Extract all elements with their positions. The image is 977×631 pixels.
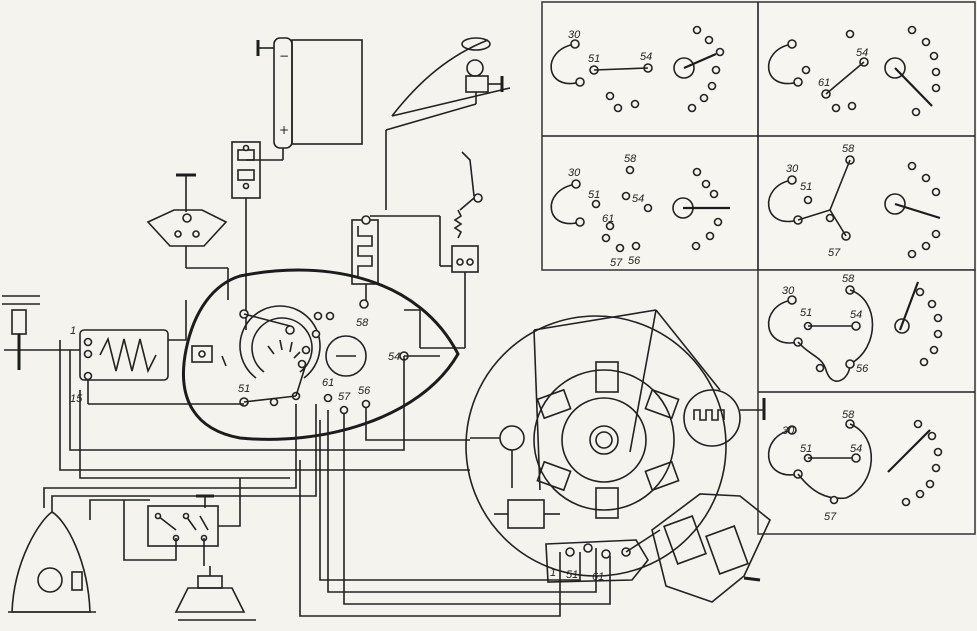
rear-light: [8, 511, 96, 613]
gen-label-61: 61: [592, 571, 604, 583]
panel3-label-54: 54: [632, 193, 644, 205]
panel6-label-51: 51: [800, 443, 812, 455]
panel3-label-56: 56: [628, 255, 641, 267]
panel4-label-58: 58: [842, 143, 855, 155]
battery-plus-label: +: [279, 123, 289, 137]
panel5-label-58: 58: [842, 273, 855, 285]
panel6-label-30: 30: [782, 425, 795, 437]
lamp-top: [385, 37, 511, 210]
battery-minus-label: −: [279, 49, 289, 63]
panel5-label-30: 30: [782, 285, 795, 297]
label-56: 56: [358, 385, 371, 397]
panel4-label-30: 30: [786, 163, 799, 175]
panel1-label-30: 30: [568, 29, 581, 41]
panel3-label-57: 57: [610, 257, 623, 269]
ignition-coil: 1 15: [2, 295, 244, 405]
stop-switch: [420, 151, 483, 349]
panel2-label-61: 61: [818, 77, 830, 89]
panel3-label-51: 51: [588, 189, 600, 201]
horn: [174, 566, 256, 621]
switch-panel-1: 30 51 54: [550, 25, 725, 113]
label-58: 58: [356, 317, 369, 329]
panel6-label-58: 58: [842, 409, 855, 421]
generator: 1 51 61: [465, 309, 771, 603]
wiring-harness: [43, 300, 661, 617]
panel6-label-54: 54: [850, 443, 862, 455]
resistor-58: [351, 215, 452, 304]
coil-label-15: 15: [70, 393, 83, 405]
dimmer-switch: [146, 173, 229, 300]
switch-panel-4: 58 30 51 57: [767, 143, 941, 259]
switch-panel-2: 61 54: [767, 25, 941, 117]
label-61: 61: [322, 377, 334, 389]
battery: − +: [246, 37, 363, 161]
panel5-label-56: 56: [856, 363, 869, 375]
panel4-label-57: 57: [828, 247, 841, 259]
panel6-label-57: 57: [824, 511, 837, 523]
panel5-label-51: 51: [800, 307, 812, 319]
label-54: 54: [388, 351, 400, 363]
panel1-label-54: 54: [640, 51, 652, 63]
switch-panel-6: 58 30 51 54 57: [767, 409, 943, 523]
panel1-label-51: 51: [588, 53, 600, 65]
panel3-label-61: 61: [602, 213, 614, 225]
coil-label-1: 1: [70, 325, 76, 337]
panel3-label-58: 58: [624, 153, 637, 165]
label-51: 51: [238, 383, 250, 395]
panel4-label-51: 51: [800, 181, 812, 193]
headlamp-shell: 58 54 51 61 57 56: [181, 268, 460, 441]
gen-label-51: 51: [566, 569, 578, 581]
gen-label-1: 1: [550, 567, 556, 579]
label-57: 57: [338, 391, 351, 403]
panel3-label-30: 30: [568, 167, 581, 179]
fuse-box: [231, 141, 261, 330]
panel2-label-54: 54: [856, 47, 868, 59]
relay-switch: [147, 494, 219, 547]
panel5-label-54: 54: [850, 309, 862, 321]
switch-panel-5: 58 30 51 54 56: [767, 273, 943, 382]
switch-panel-3: 30 58 51 54 61 57 56: [550, 153, 730, 269]
